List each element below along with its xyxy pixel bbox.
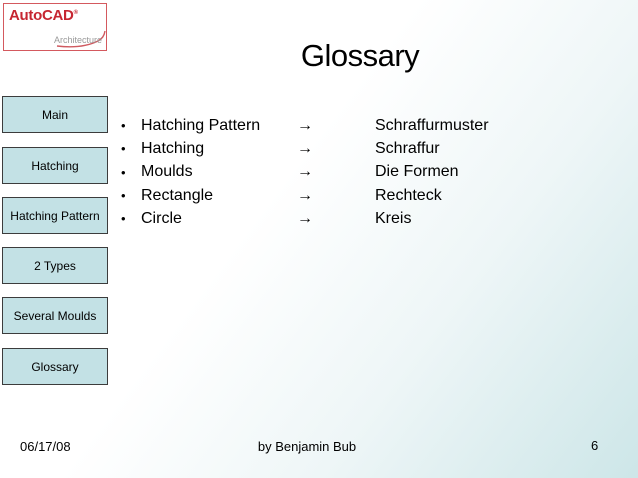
registered-mark: ® [73,10,78,16]
sidebar-item-main[interactable]: Main [2,96,108,133]
footer-date: 06/17/08 [20,439,71,454]
bullet-icon: • [121,164,126,180]
bullet-icon: • [121,141,126,157]
arrow-right-icon: → [297,116,313,134]
glossary-translation: Schraffurmuster [375,116,489,134]
bullet-icon: • [121,118,126,134]
sidebar-item-2-types[interactable]: 2 Types [2,247,108,284]
brand-name: AutoCAD [9,7,74,24]
glossary-translation: Kreis [375,209,412,227]
glossary-term: Hatching [141,139,205,157]
glossary-term: Rectangle [141,186,214,204]
glossary-row: • Rectangle → Rechteck [121,184,489,207]
arrow-right-icon: → [297,139,313,157]
glossary-translation: Schraffur [375,139,440,157]
glossary-row: • Hatching Pattern → Schraffurmuster [121,114,489,137]
sidebar-item-hatching[interactable]: Hatching [2,147,108,184]
autocad-logo: AutoCAD® Architecture [3,3,107,51]
arrow-right-icon: → [297,209,313,227]
glossary-row: • Hatching → Schraffur [121,137,489,160]
logo-swoosh-icon [56,30,106,48]
arrow-right-icon: → [297,163,313,181]
glossary-translation: Die Formen [375,163,459,181]
glossary-row: • Moulds → Die Formen [121,161,489,184]
bullet-icon: • [121,188,126,204]
arrow-right-icon: → [297,186,313,204]
glossary-term: Moulds [141,163,193,181]
glossary-row: • Circle → Kreis [121,207,489,230]
sidebar-item-hatching-pattern[interactable]: Hatching Pattern [2,197,108,234]
logo-product-label: Architecture [53,35,102,45]
glossary-translation: Rechteck [375,186,442,204]
bullet-icon: • [121,211,126,227]
glossary-term: Hatching Pattern [141,116,261,134]
footer-page-number: 6 [591,438,599,453]
glossary-term: Circle [141,209,182,227]
autocad-brand-text: AutoCAD® [9,7,78,24]
sidebar-item-several-moulds[interactable]: Several Moulds [2,297,108,334]
page-title: Glossary [300,38,420,73]
sidebar-item-glossary[interactable]: Glossary [2,348,108,385]
footer-credit: by Benjamin Bub [257,439,357,454]
glossary-list: • Hatching Pattern → Schraffurmuster • H… [121,114,489,230]
